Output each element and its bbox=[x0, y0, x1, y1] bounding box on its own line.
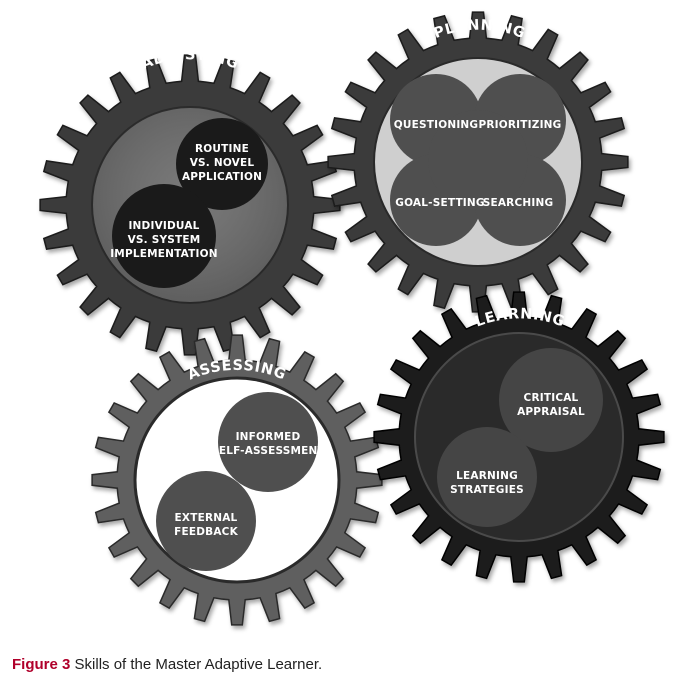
label-critical-l1: CRITICAL bbox=[524, 392, 579, 404]
label-searching: SEARCHING bbox=[483, 197, 554, 209]
label-questioning: QUESTIONING bbox=[394, 119, 478, 131]
label-external-l2: FEEDBACK bbox=[174, 526, 238, 538]
gear-learning: LEARNING CRITICAL APPRAISAL LEARNING STR… bbox=[373, 291, 665, 583]
figure-caption: Figure 3 Skills of the Master Adaptive L… bbox=[12, 656, 322, 673]
circle-critical-appraisal: CRITICAL APPRAISAL bbox=[499, 348, 603, 452]
gear-adjusting: ADJUSTING ROUTINE VS. NOVEL APPLICATION … bbox=[39, 47, 341, 356]
label-individual-l3: IMPLEMENTATION bbox=[110, 248, 218, 260]
label-informed-l2: SELF-ASSESSMENT bbox=[211, 445, 325, 457]
gear-planning: PLANNING QUESTIONING PRIORITIZING GOAL-S… bbox=[327, 11, 629, 313]
label-informed-l1: INFORMED bbox=[236, 431, 301, 443]
planning-cluster bbox=[390, 74, 566, 246]
label-individual-l1: INDIVIDUAL bbox=[128, 220, 199, 232]
figure-caption-lead: Figure 3 bbox=[12, 656, 71, 673]
label-routine-l1: ROUTINE bbox=[195, 143, 249, 155]
figure-caption-text: Skills of the Master Adaptive Learner. bbox=[70, 656, 323, 673]
circle-learning-strategies: LEARNING STRATEGIES bbox=[437, 427, 537, 527]
label-external-l1: EXTERNAL bbox=[175, 512, 238, 524]
circle-informed-self-assessment: INFORMED SELF-ASSESSMENT bbox=[211, 392, 325, 492]
label-individual-l2: VS. SYSTEM bbox=[128, 234, 201, 246]
circle-external-feedback: EXTERNAL FEEDBACK bbox=[156, 471, 256, 571]
label-critical-l2: APPRAISAL bbox=[517, 406, 585, 418]
gear-assessing: ASSESSING INFORMED SELF-ASSESSMENT EXTER… bbox=[91, 334, 383, 626]
label-strategies-l2: STRATEGIES bbox=[450, 484, 524, 496]
circle-routine-vs-novel: ROUTINE VS. NOVEL APPLICATION bbox=[176, 118, 268, 210]
label-goal-setting: GOAL-SETTING bbox=[395, 197, 484, 209]
master-adaptive-learner-diagram: ADJUSTING ROUTINE VS. NOVEL APPLICATION … bbox=[39, 11, 665, 626]
label-strategies-l1: LEARNING bbox=[456, 470, 518, 482]
label-prioritizing: PRIORITIZING bbox=[478, 119, 561, 131]
label-routine-l2: VS. NOVEL bbox=[190, 157, 255, 169]
label-routine-l3: APPLICATION bbox=[182, 171, 262, 183]
circle-individual-vs-system: INDIVIDUAL VS. SYSTEM IMPLEMENTATION bbox=[110, 184, 218, 288]
